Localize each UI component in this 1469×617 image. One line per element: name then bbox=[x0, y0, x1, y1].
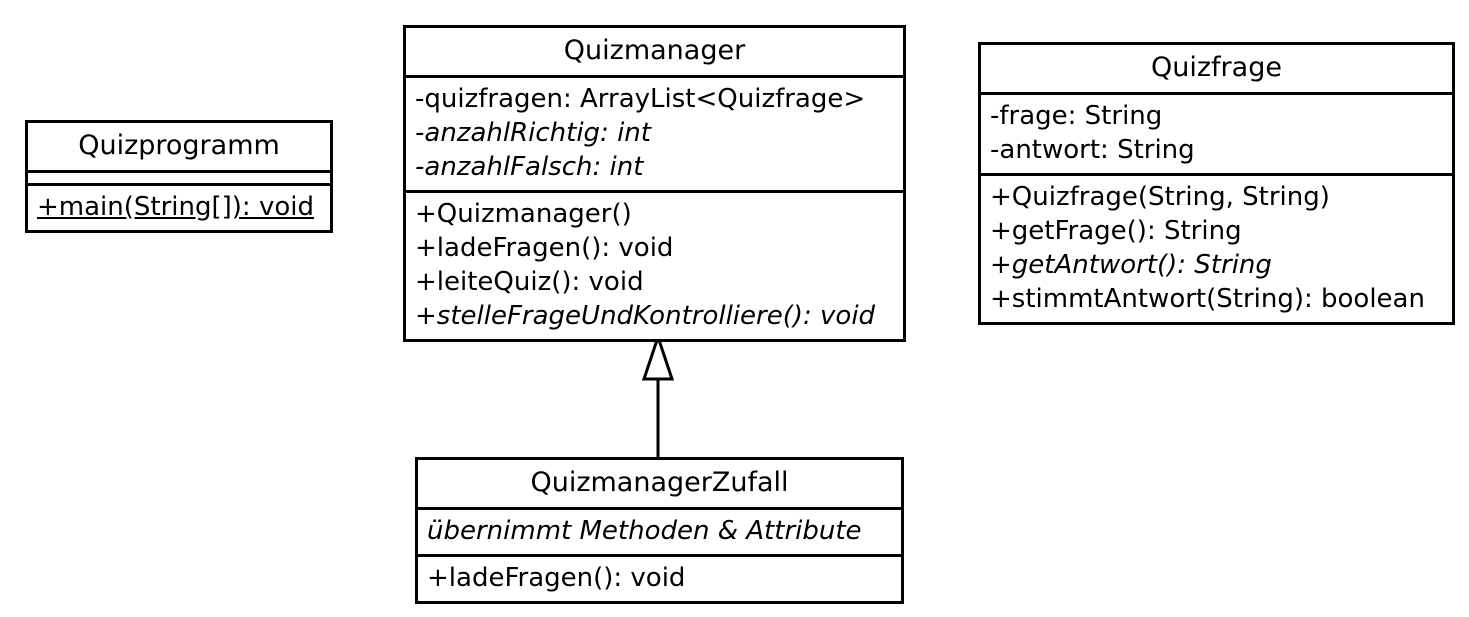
method-ladefragen: +ladeFragen(): void bbox=[415, 233, 674, 263]
inheritance-note: übernimmt Methoden & Attribute bbox=[427, 516, 862, 546]
class-name: Quizmanager bbox=[406, 28, 903, 78]
attribute-frage: -frage: String bbox=[990, 101, 1163, 131]
method-leitequiz: +leiteQuiz(): void bbox=[415, 267, 644, 297]
method-constructor: +Quizfrage(String, String) bbox=[990, 182, 1330, 212]
methods-section: +main(String[]): void bbox=[28, 186, 330, 230]
attribute-anzahlrichtig: -anzahlRichtig: int bbox=[415, 118, 651, 148]
class-name: Quizfrage bbox=[981, 45, 1452, 95]
generalization-arrow bbox=[641, 335, 675, 461]
method-stimmtantwort: +stimmtAntwort(String): boolean bbox=[990, 284, 1425, 314]
method-getantwort: +getAntwort(): String bbox=[990, 250, 1272, 280]
methods-section: +ladeFragen(): void bbox=[418, 557, 901, 601]
attribute-quizfragen: -quizfragen: ArrayList<Quizfrage> bbox=[415, 84, 866, 114]
methods-section: +Quizmanager() +ladeFragen(): void +leit… bbox=[406, 193, 903, 339]
attributes-section: -quizfragen: ArrayList<Quizfrage> -anzah… bbox=[406, 78, 903, 193]
method-main: +main(String[]): void bbox=[37, 192, 314, 222]
class-box-quizfrage: Quizfrage -frage: String -antwort: Strin… bbox=[978, 42, 1455, 325]
attribute-antwort: -antwort: String bbox=[990, 135, 1195, 165]
attributes-section: übernimmt Methoden & Attribute bbox=[418, 510, 901, 557]
method-ladefragen: +ladeFragen(): void bbox=[427, 563, 686, 593]
attributes-section bbox=[28, 173, 330, 186]
class-name: QuizmanagerZufall bbox=[418, 460, 901, 510]
method-getfrage: +getFrage(): String bbox=[990, 216, 1242, 246]
method-stellefrageundkontrolliere: +stelleFrageUndKontrolliere(): void bbox=[415, 301, 876, 331]
class-box-quizmanagerzufall: QuizmanagerZufall übernimmt Methoden & A… bbox=[415, 457, 904, 604]
attributes-section: -frage: String -antwort: String bbox=[981, 95, 1452, 176]
methods-section: +Quizfrage(String, String) +getFrage(): … bbox=[981, 176, 1452, 322]
attribute-anzahlfalsch: -anzahlFalsch: int bbox=[415, 152, 644, 182]
class-name: Quizprogramm bbox=[28, 123, 330, 173]
class-box-quizmanager: Quizmanager -quizfragen: ArrayList<Quizf… bbox=[403, 25, 906, 342]
class-box-quizprogramm: Quizprogramm +main(String[]): void bbox=[25, 120, 333, 233]
method-constructor: +Quizmanager() bbox=[415, 199, 632, 229]
